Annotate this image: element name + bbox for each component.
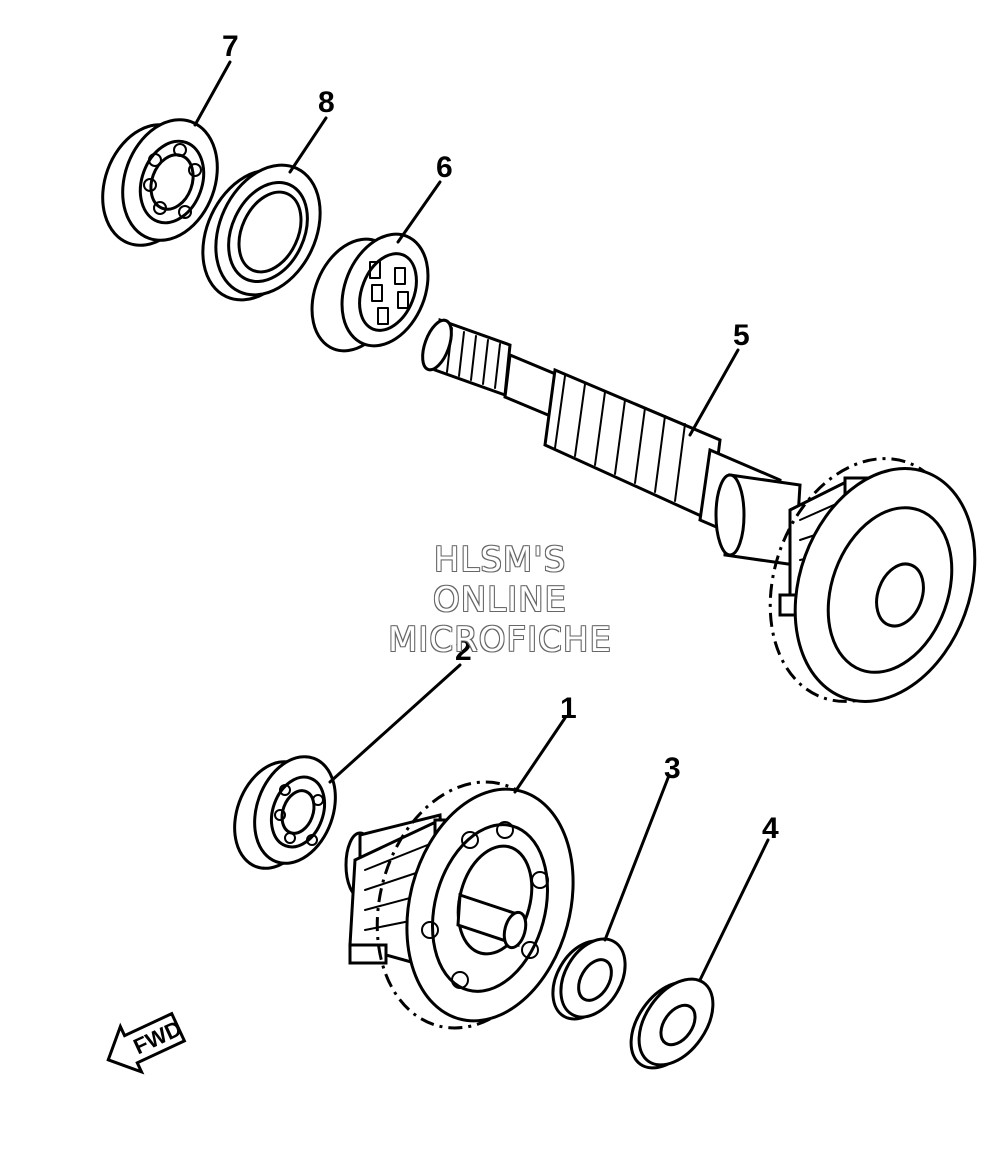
part-5-main-axle (421, 317, 977, 703)
part-7-ball-bearing (101, 118, 219, 247)
part-8-oil-seal (201, 163, 322, 302)
callout-6: 6 (436, 151, 453, 184)
callout-5: 5 (733, 319, 750, 352)
part-2-ball-bearing (233, 755, 337, 870)
part-6-roller-bearing (310, 232, 430, 353)
watermark-line-3: MICROFICHE (388, 620, 612, 660)
callout-8: 8 (318, 86, 335, 119)
fwd-arrow: FWD (106, 1011, 187, 1075)
callout-2: 2 (455, 634, 472, 667)
callout-7: 7 (222, 30, 239, 63)
part-1-driven-gear (344, 780, 575, 1030)
leader-lines (193, 60, 770, 982)
part-3-washer (551, 937, 627, 1021)
callout-numbers: 7 8 6 5 2 1 3 4 (222, 30, 779, 845)
callout-4: 4 (762, 812, 779, 845)
part-4-washer (629, 977, 715, 1070)
watermark-line-1: HLSM'S (433, 540, 567, 580)
callout-3: 3 (664, 752, 681, 785)
watermark: HLSM'S ONLINE MICROFICHE (0, 540, 1000, 660)
watermark-line-2: ONLINE (432, 580, 568, 620)
callout-1: 1 (560, 692, 577, 725)
